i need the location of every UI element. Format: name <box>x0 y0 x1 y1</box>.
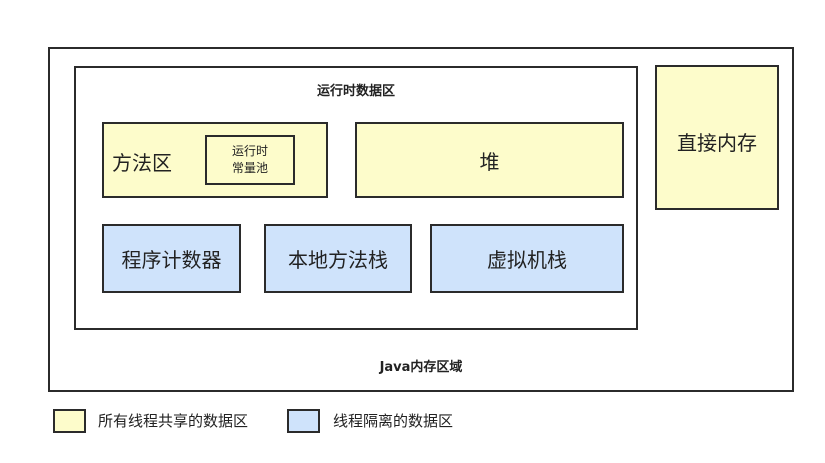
runtime-data-area-label: 运行时数据区 <box>316 83 395 99</box>
vm-stack-box: 虚拟机栈 <box>430 224 624 293</box>
legend-shared-label: 所有线程共享的数据区 <box>98 412 249 430</box>
native-method-stack-box: 本地方法栈 <box>264 224 412 293</box>
direct-memory-box: 直接内存 <box>655 65 779 210</box>
legend-isolated-label: 线程隔离的数据区 <box>333 412 454 430</box>
native-method-stack-label: 本地方法栈 <box>288 248 388 272</box>
runtime-constant-pool-box: 运行时 常量池 <box>205 135 295 185</box>
heap-label: 堆 <box>479 149 500 174</box>
java-memory-area-label: Java内存区域 <box>379 359 463 375</box>
runtime-constant-pool-line1: 运行时 <box>231 144 268 158</box>
heap-box: 堆 <box>355 122 624 198</box>
legend-isolated-swatch <box>287 409 320 433</box>
direct-memory-label: 直接内存 <box>677 131 757 155</box>
legend-shared-swatch <box>53 409 86 433</box>
method-area-label: 方法区 <box>112 150 172 175</box>
program-counter-label: 程序计数器 <box>121 248 222 272</box>
program-counter-box: 程序计数器 <box>102 224 241 293</box>
runtime-constant-pool-line2: 常量池 <box>231 161 268 175</box>
vm-stack-label: 虚拟机栈 <box>487 248 567 272</box>
